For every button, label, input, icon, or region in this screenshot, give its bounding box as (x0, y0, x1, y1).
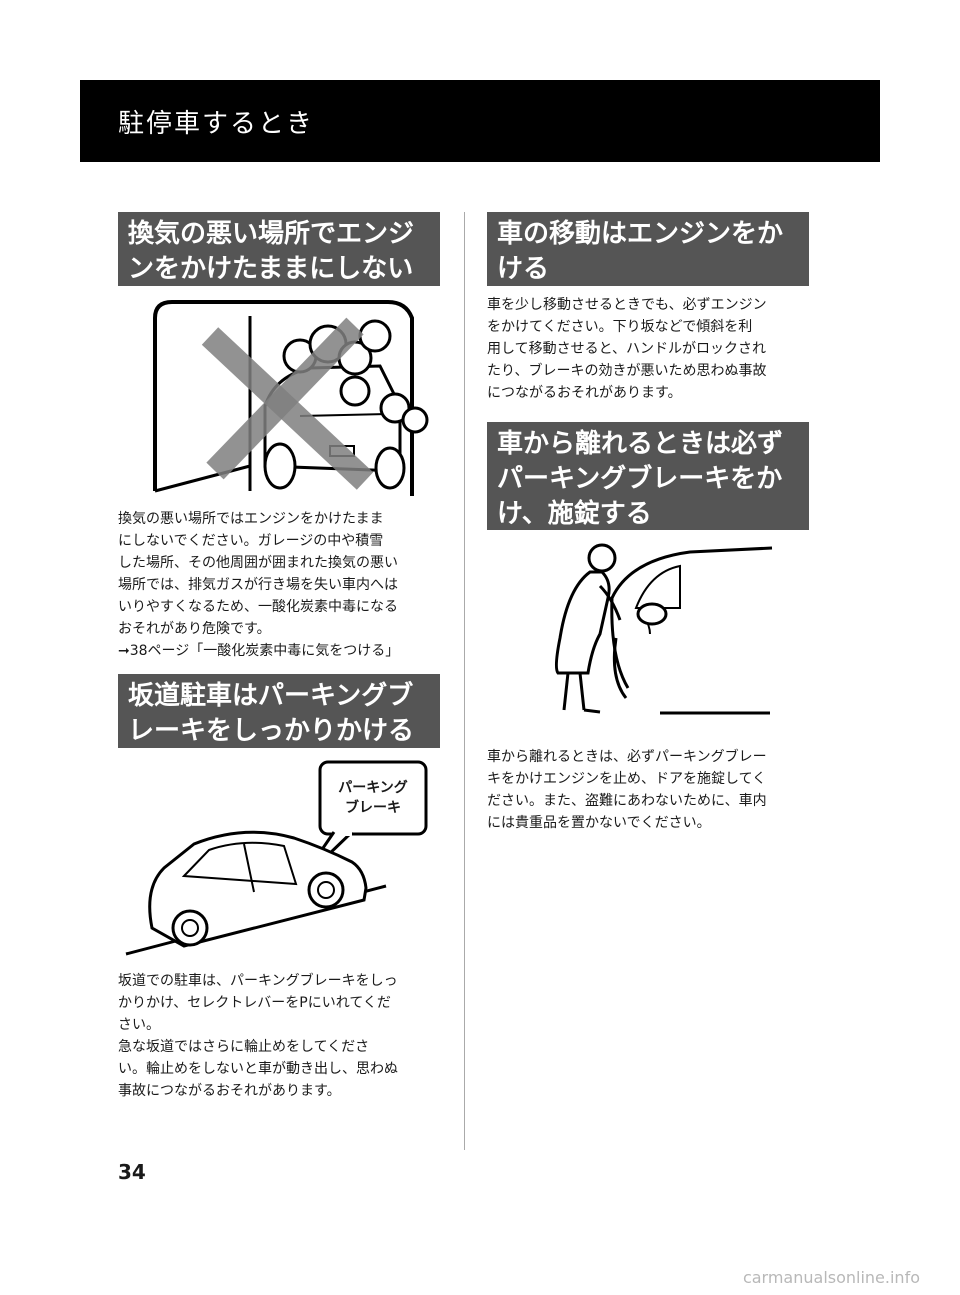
section-heading-line: パーキングブレーキをか (497, 464, 783, 494)
body-line: 車から離れるときは、必ずパーキングブレー (487, 749, 767, 765)
page-number: 34 (118, 1160, 146, 1184)
body-line: 事故につながるおそれがあります。 (118, 1083, 341, 1099)
page-reference-link[interactable]: ➞38ページ「一酸化炭素中毒に気をつける」 (118, 643, 400, 659)
body-line: 車を少し移動させるときでも、必ずエンジン (487, 297, 767, 313)
chapter-header: 駐停車するとき (80, 80, 880, 162)
body-line: キをかけエンジンを止め、ドアを施錠してく (487, 771, 767, 787)
section-heading-line: 車の移動はエンジンをか (497, 219, 784, 249)
section-heading-slope-parking: 坂道駐車はパーキングブ レーキをしっかりかける (118, 674, 440, 748)
prohibited-x-icon (201, 317, 374, 490)
section-body-ventilation: 換気の悪い場所ではエンジンをかけたまま にしないでください。ガレージの中や積雪 … (118, 508, 440, 662)
body-line: にしないでください。ガレージの中や積雪 (118, 533, 384, 549)
section-heading-line: 車から離れるときは必ず (497, 429, 784, 459)
callout-line: パーキング (338, 780, 408, 796)
body-line: 坂道での駐車は、パーキングブレーキをしっ (118, 973, 398, 989)
locking-car-door-illustration (554, 543, 773, 715)
body-line: 場所では、排気ガスが行き場を失い車内へは (118, 577, 398, 593)
body-line: さい。 (118, 1017, 160, 1033)
body-line: した場所、その他周囲が囲まれた換気の悪い (118, 555, 398, 571)
body-line: かりかけ、セレクトレバーをPにいれてくだ (118, 995, 391, 1011)
callout-line: ブレーキ (345, 800, 401, 816)
section-heading-line: ける (497, 254, 550, 284)
body-line: ださい。また、盗難にあわないために、車内 (487, 793, 767, 809)
section-heading-line: ンをかけたままにしない (128, 254, 414, 284)
body-line: には貴重品を置かないでください。 (487, 815, 711, 831)
body-line: いりやすくなるため、一酸化炭素中毒になる (118, 599, 398, 615)
watermark: carmanualsonline.info (742, 1268, 920, 1287)
section-heading-line: け、施錠する (497, 499, 652, 529)
section-heading-line: 坂道駐車はパーキングブ (128, 681, 414, 711)
chapter-title: 駐停車するとき (118, 108, 315, 139)
body-line: たり、ブレーキの効きが悪いため思わぬ事故 (487, 363, 767, 379)
section-body-move-with-engine: 車を少し移動させるときでも、必ずエンジン をかけてください。下り坂などで傾斜を利… (487, 294, 809, 404)
slope-parking-illustration: パーキング ブレーキ (124, 758, 440, 960)
section-heading-line: レーキをしっかりかける (128, 716, 415, 746)
body-line: 用して移動させると、ハンドルがロックされ (487, 341, 767, 357)
body-line: につながるおそれがあります。 (487, 385, 682, 401)
section-heading-ventilation: 換気の悪い場所でエンジ ンをかけたままにしない (118, 212, 440, 286)
body-line: をかけてください。下り坂などで傾斜を利 (487, 319, 753, 335)
body-line: 急な坂道ではさらに輪止めをしてくださ (118, 1039, 370, 1055)
body-line: い。輪止めをしないと車が動き出し、思わぬ (118, 1061, 398, 1077)
column-divider (464, 212, 465, 1150)
garage-exhaust-illustration (153, 300, 429, 496)
body-line: 換気の悪い場所ではエンジンをかけたまま (118, 511, 384, 527)
section-body-slope-parking: 坂道での駐車は、パーキングブレーキをしっ かりかけ、セレクトレバーをPにいれてく… (118, 970, 440, 1102)
section-heading-move-with-engine: 車の移動はエンジンをか ける (487, 212, 809, 286)
body-line: おそれがあり危険です。 (118, 621, 271, 637)
section-heading-line: 換気の悪い場所でエンジ (128, 219, 415, 249)
parking-brake-callout: パーキング ブレーキ (320, 778, 426, 818)
section-heading-lock-when-leaving: 車から離れるときは必ず パーキングブレーキをか け、施錠する (487, 422, 809, 530)
section-body-lock-when-leaving: 車から離れるときは、必ずパーキングブレー キをかけエンジンを止め、ドアを施錠して… (487, 746, 809, 834)
